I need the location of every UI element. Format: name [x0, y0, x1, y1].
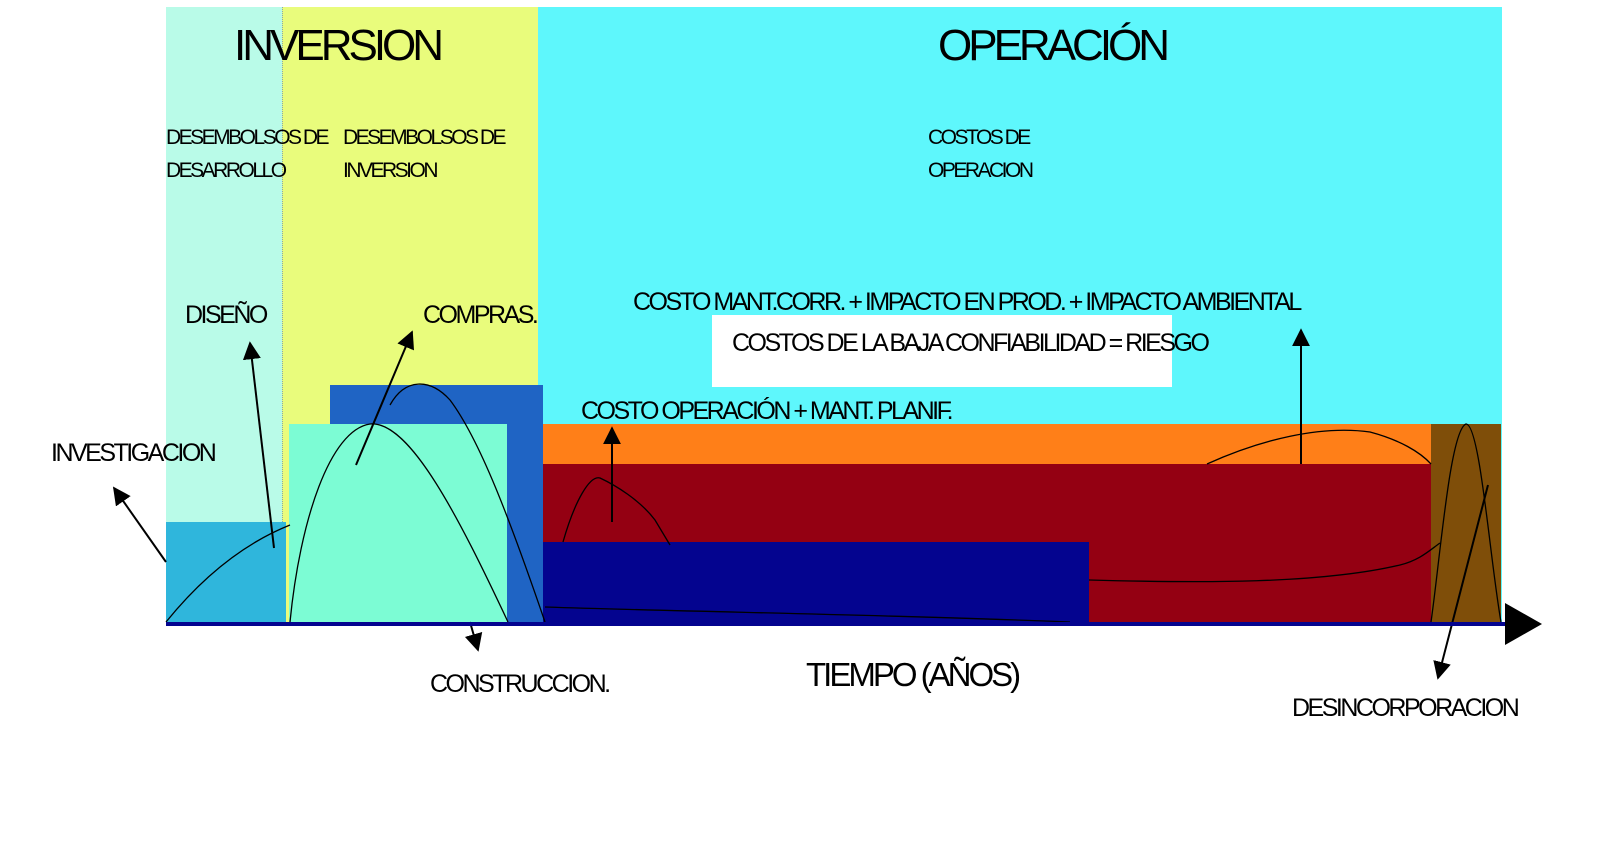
- diseno-label: DISEÑO: [185, 301, 268, 329]
- inversion-phase-title: INVERSION: [234, 21, 444, 70]
- construccion-arrow: [464, 621, 483, 652]
- compras-block: [289, 424, 507, 622]
- investigacion-arrow: [112, 486, 167, 563]
- mantenimiento-curve: [1088, 542, 1441, 583]
- desarrollo-phase-band: [166, 7, 282, 622]
- compras-label: COMPRAS.: [423, 301, 539, 329]
- operacion-tail-curve: [544, 606, 1071, 623]
- desembolsos-inversion-label: DESEMBOLSOS DE INVERSION: [343, 126, 507, 182]
- costos-operacion-label: COSTOS DE OPERACION: [928, 126, 1034, 182]
- desembolsos-desarrollo-label: DESEMBOLSOS DE DESARROLLO: [166, 126, 330, 182]
- investigacion-label: INVESTIGACION: [51, 439, 217, 467]
- operacion-block: [543, 542, 1089, 622]
- construccion-curve: [389, 383, 546, 623]
- operacion-curve: [562, 477, 671, 546]
- investigacion-block: [166, 522, 286, 622]
- investigacion-curve: [165, 524, 291, 623]
- compras-arrow: [355, 330, 415, 466]
- riesgo-box: [712, 315, 1172, 387]
- desincorporacion-curve: [1430, 423, 1502, 623]
- compras-curve: [289, 423, 509, 623]
- desincorporacion-label: DESINCORPORACION: [1292, 694, 1520, 722]
- riesgo-curve: [1206, 429, 1432, 465]
- costo-operacion-label: COSTO OPERACIÓN + MANT. PLANIF.: [581, 397, 954, 425]
- desincorporacion-arrow: [1433, 484, 1489, 680]
- riesgo-label: COSTOS DE LA BAJA CONFIABILIDAD = RIESGO: [732, 329, 1210, 357]
- time-axis-arrowhead: [1505, 603, 1542, 645]
- costo-mant-label: COSTO MANT.CORR. + IMPACTO EN PROD. + IM…: [633, 288, 1302, 316]
- operacion-phase-title: OPERACIÓN: [938, 21, 1170, 70]
- construccion-label: CONSTRUCCION.: [430, 670, 611, 698]
- diseno-arrow: [242, 341, 275, 549]
- tiempo-label: TIEMPO (AÑOS): [806, 656, 1021, 693]
